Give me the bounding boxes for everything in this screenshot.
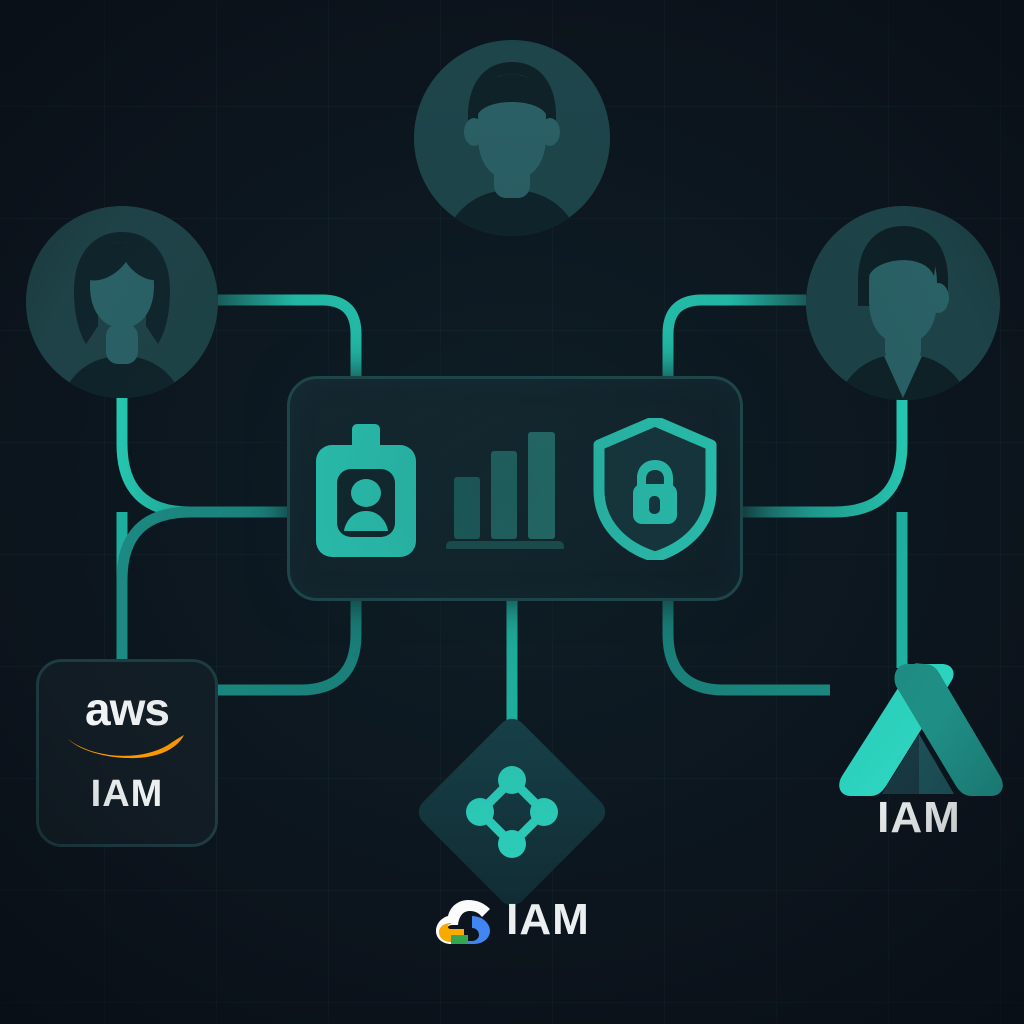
aws-smile-icon — [68, 734, 184, 758]
azure-triangle-icon — [839, 663, 1003, 796]
gcp-label-row: IAM — [417, 894, 607, 946]
bar-chart-icon — [446, 431, 564, 549]
wire-panel-to-azure-card — [662, 595, 830, 696]
gcp-iam-label: IAM — [506, 895, 590, 944]
shield-lock-icon — [593, 417, 717, 560]
wire-user-left-to-panel — [218, 294, 362, 376]
wire-user-right-to-panel — [662, 294, 806, 376]
azure-iam-label: IAM — [877, 793, 961, 842]
user-avatar-left — [26, 206, 218, 398]
iam-core-panel[interactable] — [287, 376, 743, 601]
male-avatar-icon — [414, 40, 610, 236]
female-avatar-icon — [26, 206, 218, 398]
google-cloud-icon — [436, 900, 491, 944]
user-avatar-right — [806, 206, 1000, 400]
male-avatar-collared-icon — [806, 206, 1000, 400]
id-badge-icon — [316, 418, 416, 557]
provider-card-google-cloud-iam[interactable]: IAM — [413, 713, 611, 944]
directory-graph-icon — [466, 766, 558, 858]
aws-wordmark: aws — [85, 683, 170, 736]
wire-panel-to-aws-card — [212, 595, 362, 696]
user-avatar-center — [414, 40, 610, 236]
aws-iam-label: IAM — [90, 772, 164, 815]
provider-card-aws-iam[interactable]: aws IAM — [36, 659, 218, 847]
provider-card-azure-iam[interactable]: IAM — [824, 660, 1014, 850]
